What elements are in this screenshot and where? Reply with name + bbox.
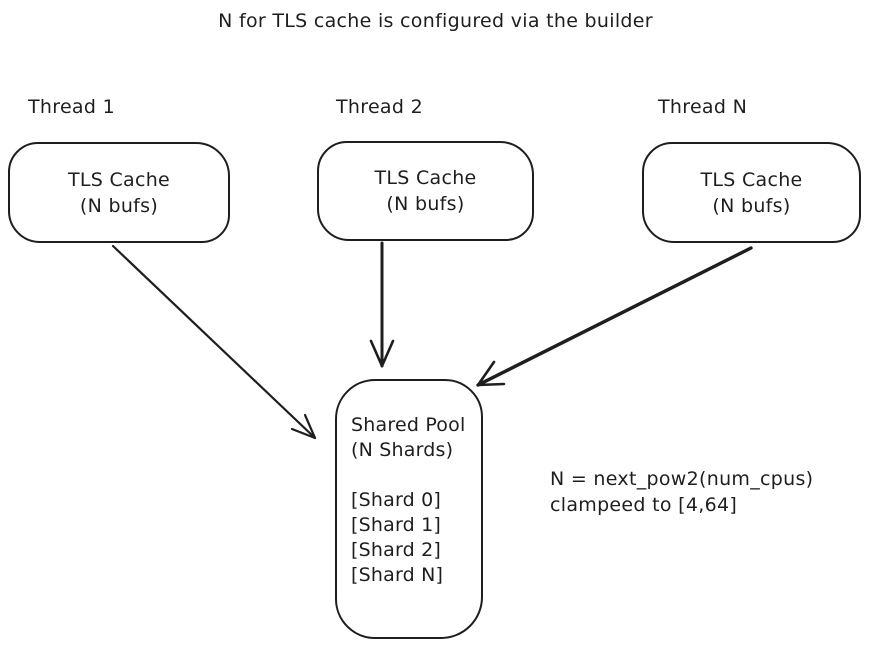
shared-pool-title: Shared Pool (351, 414, 466, 436)
spacer (351, 463, 471, 488)
shared-pool-subtitle: (N Shards) (351, 439, 454, 461)
thread-1-tls-cache-box: TLS Cache (N bufs) (8, 142, 230, 243)
shard-item: [Shard 2] (351, 539, 442, 561)
tls-cache-title: TLS Cache (67, 168, 171, 191)
shared-pool-box: Shared Pool (N Shards) [Shard 0] [Shard … (335, 379, 483, 639)
tls-cache-title: TLS Cache (374, 167, 477, 189)
shard-item: [Shard 1] (351, 514, 442, 536)
shard-item: [Shard N] (351, 564, 444, 586)
annotation-note: N = next_pow2(num_cpus) clampeed to [4,6… (550, 466, 813, 518)
thread-2-label: Thread 2 (336, 96, 423, 118)
arrow-thread1-to-pool-icon (111, 244, 317, 440)
shard-item: [Shard 0] (351, 489, 442, 511)
thread-n-label: Thread N (658, 96, 748, 118)
arrow-thread2-to-pool-icon (369, 241, 395, 368)
arrow-threadN-to-pool-icon (476, 246, 753, 387)
tls-cache-subtitle: (N bufs) (386, 193, 465, 215)
thread-1-label: Thread 1 (28, 96, 115, 118)
annotation-line-1: N = next_pow2(num_cpus) (550, 468, 814, 490)
diagram-title: N for TLS cache is configured via the bu… (218, 10, 653, 32)
tls-cache-subtitle: (N bufs) (712, 194, 791, 217)
thread-n-tls-cache-box: TLS Cache (N bufs) (642, 142, 861, 243)
tls-cache-subtitle: (N bufs) (79, 194, 159, 217)
thread-2-tls-cache-box: TLS Cache (N bufs) (317, 141, 534, 241)
annotation-line-2: clampeed to [4,64] (550, 494, 738, 516)
tls-cache-title: TLS Cache (700, 168, 803, 191)
